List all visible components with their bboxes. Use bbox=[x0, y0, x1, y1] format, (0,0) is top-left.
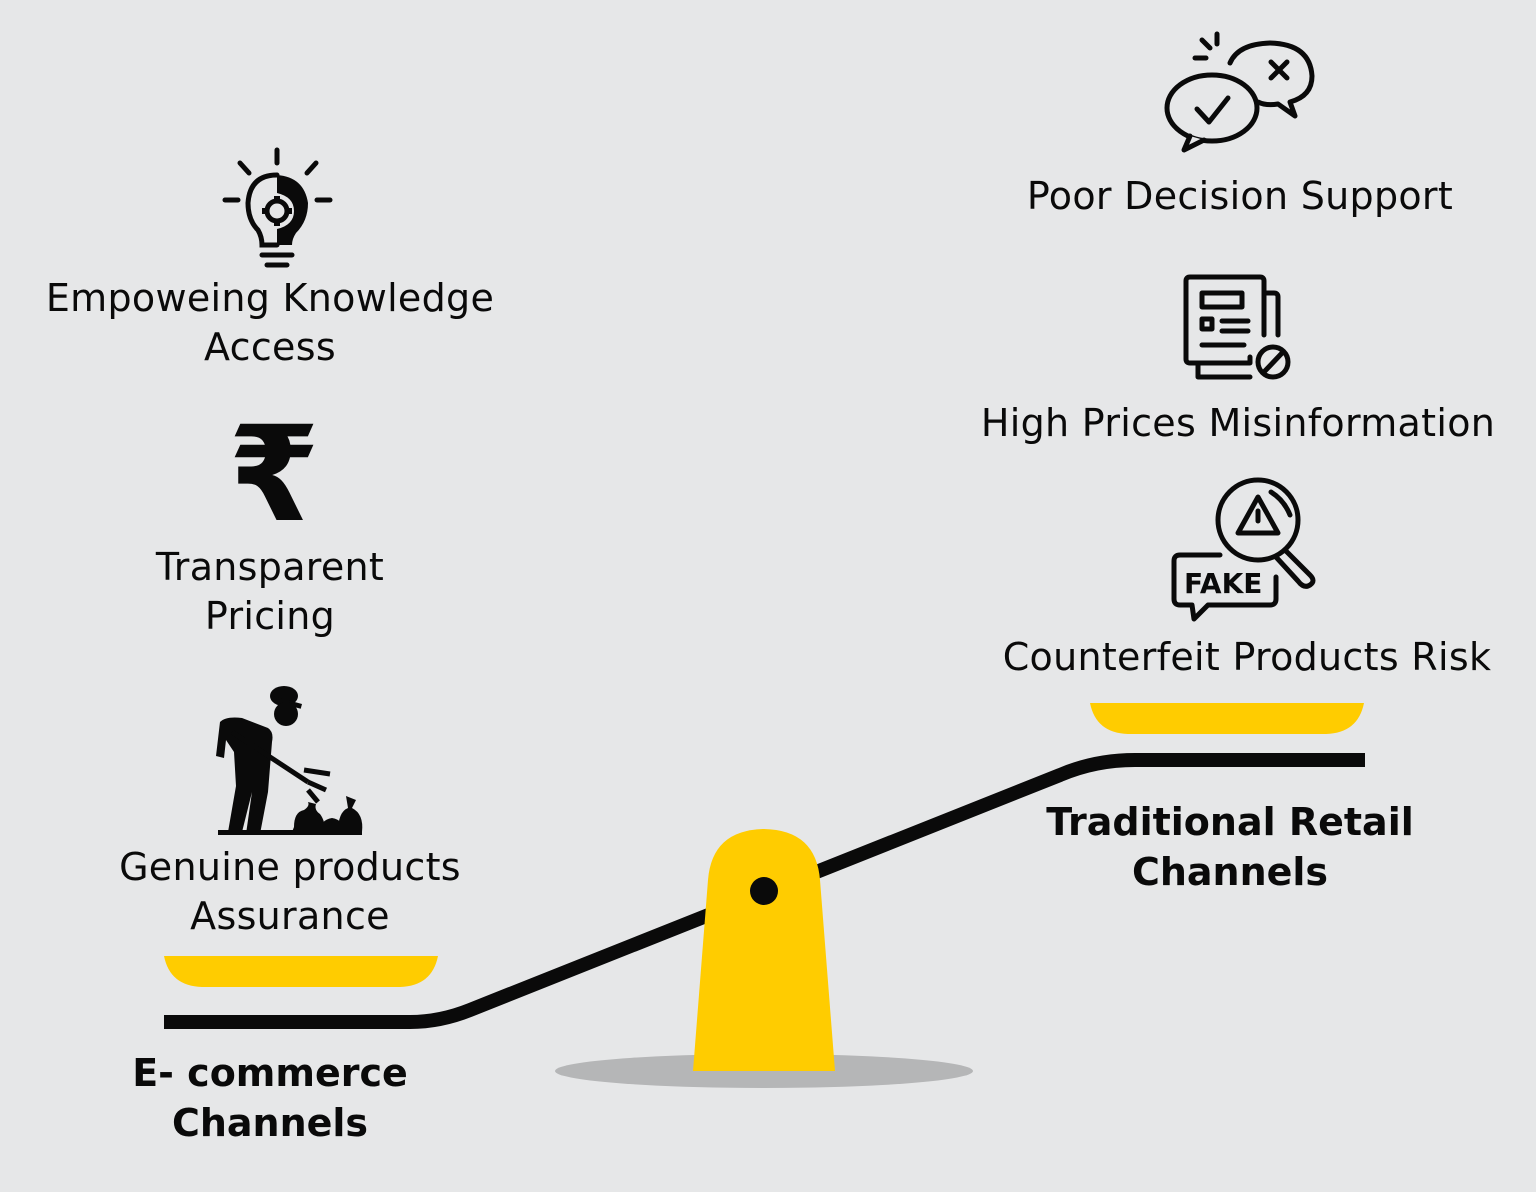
channel-line: Channels bbox=[171, 1101, 369, 1145]
label-line: Poor Decision Support bbox=[1026, 174, 1454, 218]
label-transparent-pricing: Transparent Pricing bbox=[10, 543, 530, 641]
label-line: Assurance bbox=[190, 894, 390, 938]
label-knowledge-access: Empoweing Knowledge Access bbox=[10, 274, 530, 372]
label-line: High Prices Misinformation bbox=[980, 401, 1496, 445]
seesaw-beam bbox=[164, 753, 1365, 1029]
label-line: Counterfeit Products Risk bbox=[1002, 635, 1492, 679]
farmer-icon bbox=[216, 686, 363, 835]
label-line: Transparent bbox=[155, 545, 385, 589]
lightbulb-gear-icon bbox=[222, 147, 333, 268]
speech-bubbles-check-cross-icon bbox=[1164, 31, 1315, 153]
channel-ecommerce: E- commerce Channels bbox=[30, 1048, 510, 1148]
label-poor-decision-support: Poor Decision Support bbox=[980, 172, 1500, 221]
right-pan bbox=[1090, 703, 1364, 734]
fake-magnifier-warning-icon: FAKE bbox=[1171, 477, 1316, 622]
channel-line: Channels bbox=[1131, 850, 1329, 894]
rupee-icon: ₹ bbox=[228, 398, 320, 552]
document-blocked-icon bbox=[1183, 274, 1291, 380]
label-counterfeit-products-risk: Counterfeit Products Risk bbox=[987, 633, 1507, 682]
label-line: Pricing bbox=[204, 594, 336, 638]
fake-badge: FAKE bbox=[1184, 567, 1262, 600]
label-line: Empoweing Knowledge bbox=[45, 276, 495, 320]
channel-traditional-retail: Traditional Retail Channels bbox=[990, 797, 1470, 897]
label-high-prices-misinformation: High Prices Misinformation bbox=[978, 399, 1498, 448]
channel-line: Traditional Retail bbox=[1046, 800, 1414, 844]
label-genuine-products: Genuine products Assurance bbox=[30, 843, 550, 941]
label-line: Access bbox=[204, 325, 336, 369]
channel-line: E- commerce bbox=[132, 1051, 408, 1095]
left-pan bbox=[164, 956, 438, 987]
fulcrum bbox=[693, 829, 835, 1071]
fulcrum-pivot bbox=[750, 877, 778, 905]
label-line: Genuine products bbox=[119, 845, 461, 889]
